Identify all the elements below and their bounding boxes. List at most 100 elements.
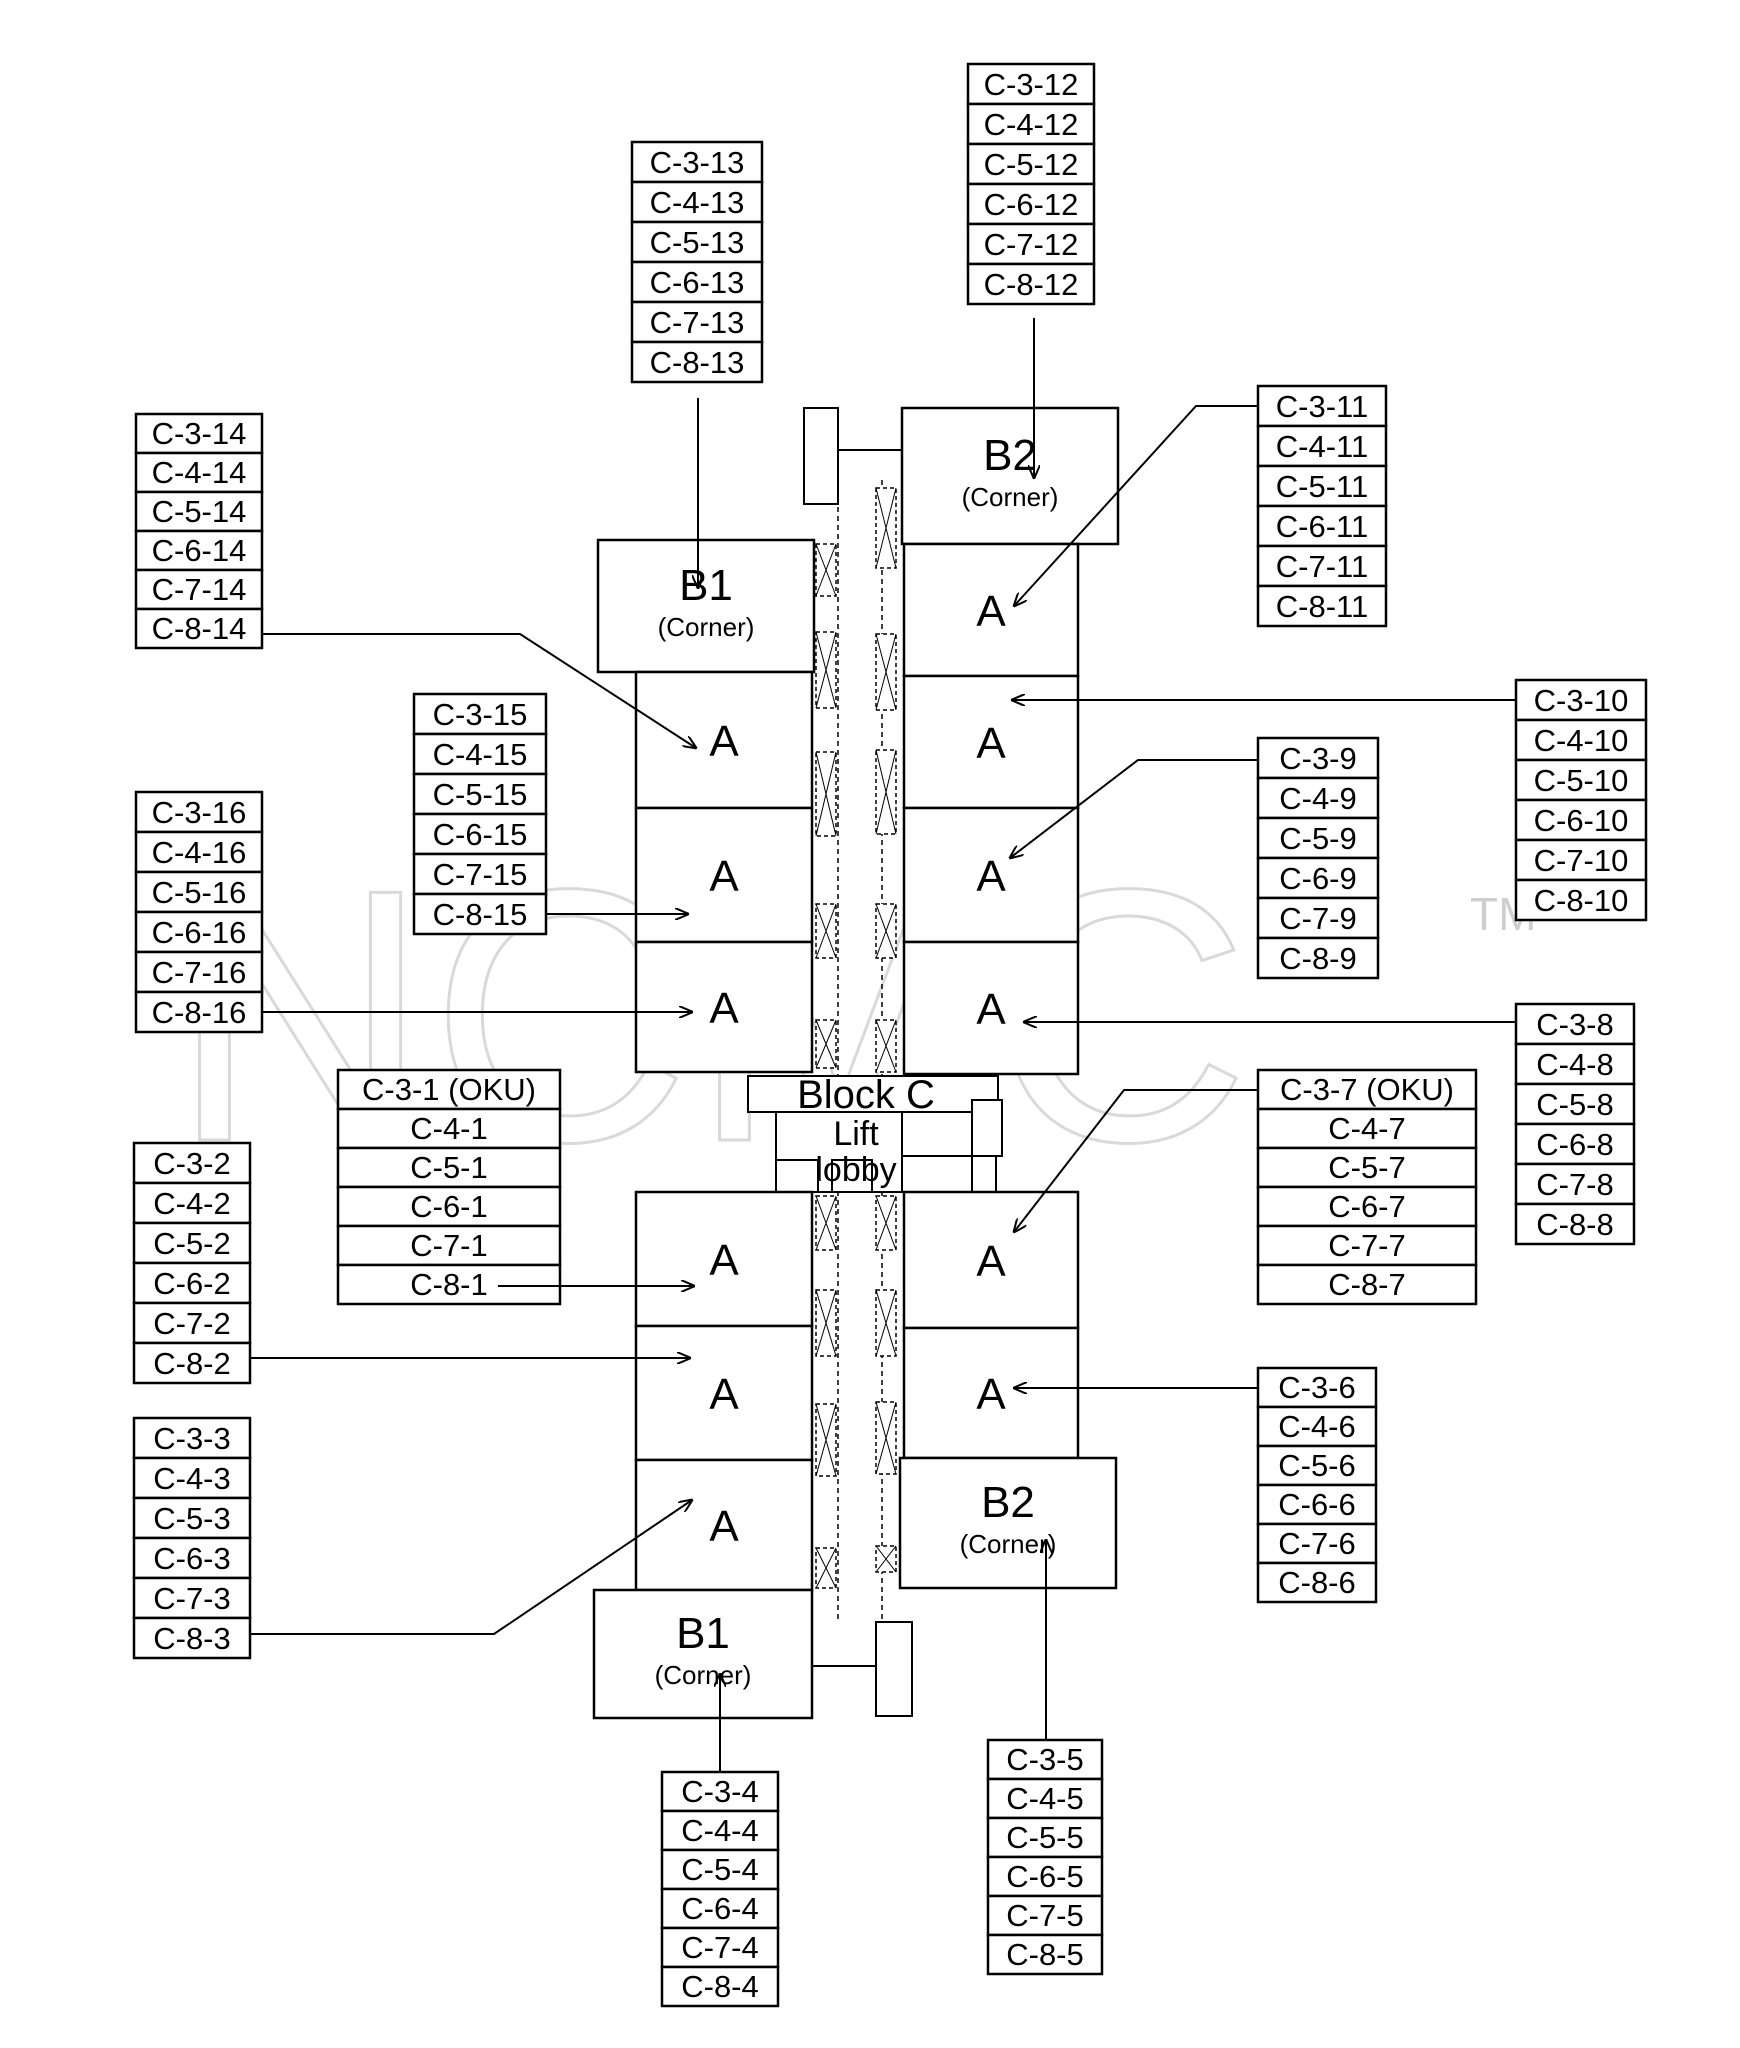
unit-number-label: C-7-5 <box>1006 1898 1084 1933</box>
unit-list-g7: C-3-7 (OKU)C-4-7C-5-7C-6-7C-7-7C-8-7 <box>1256 1068 1478 1306</box>
unit-corner-label: (Corner) <box>658 612 755 642</box>
unit-list-g8: C-3-8C-4-8C-5-8C-6-8C-7-8C-8-8 <box>1514 1002 1636 1246</box>
unit-number-label: C-5-12 <box>984 147 1079 182</box>
unit-number-label: C-7-6 <box>1278 1526 1356 1561</box>
unit-number-cell <box>1256 1185 1478 1228</box>
unit-number-cell <box>1256 544 1388 588</box>
unit-number-cell <box>132 1301 252 1345</box>
stair-core-bottom <box>875 1621 913 1717</box>
unit-number-label: C-3-3 <box>153 1421 231 1456</box>
unit-number-cell <box>132 1536 252 1580</box>
stair-core-top <box>803 407 839 505</box>
unit-number-cell <box>660 1926 780 1969</box>
unit-number-label: C-4-11 <box>1276 429 1368 464</box>
core-structure <box>747 407 1003 1717</box>
unit-list-g14: C-3-14C-4-14C-5-14C-6-14C-7-14C-8-14 <box>134 412 264 650</box>
unit-number-label: C-4-7 <box>1328 1111 1406 1146</box>
unit-type-label: A <box>709 1502 739 1551</box>
unit-number-cell <box>1256 736 1380 780</box>
unit-number-label: C-8-7 <box>1328 1267 1406 1302</box>
lift-shaft-3 <box>971 1099 1003 1157</box>
unit-type-label: A <box>976 587 1006 636</box>
unit-number-cell <box>1256 504 1388 548</box>
unit-type-label: B2 <box>981 1478 1035 1527</box>
unit-number-label: C-6-2 <box>153 1266 231 1301</box>
unit-number-cell <box>1256 424 1388 468</box>
unit-b1-top: B1(Corner) <box>596 538 816 674</box>
unit-number-label: C-6-16 <box>152 915 247 950</box>
unit-b2-top: B2(Corner) <box>900 406 1120 546</box>
unit-number-cell <box>132 1456 252 1500</box>
unit-number-label: C-3-9 <box>1279 741 1357 776</box>
unit-number-label: C-4-15 <box>433 737 528 772</box>
duct-1 <box>815 543 837 597</box>
unit-number-label: C-7-4 <box>681 1930 759 1965</box>
unit-outline <box>902 1190 1080 1330</box>
unit-number-cell <box>336 1107 562 1150</box>
unit-number-cell <box>966 262 1096 306</box>
unit-list-g4: C-3-4C-4-4C-5-4C-6-4C-7-4C-8-4 <box>660 1770 780 2008</box>
unit-number-cell <box>336 1185 562 1228</box>
unit-number-label: C-8-14 <box>152 611 247 646</box>
unit-number-label: C-4-10 <box>1534 723 1629 758</box>
unit-number-label: C-3-14 <box>152 416 247 451</box>
duct-16 <box>875 1401 897 1475</box>
unit-number-cell <box>132 1181 252 1225</box>
unit-number-cell <box>1514 878 1648 922</box>
unit-number-cell <box>1514 1002 1636 1046</box>
block-title: Block C <box>797 1073 935 1117</box>
unit-number-cell <box>1514 1082 1636 1126</box>
unit-number-cell <box>1256 1522 1378 1565</box>
lobby-label: lobby <box>815 1151 896 1189</box>
unit-number-cell <box>412 772 548 816</box>
unit-number-cell <box>1256 1561 1378 1604</box>
unit-number-cell <box>134 490 264 533</box>
lift-shaft-2 <box>901 1155 973 1193</box>
unit-outline <box>634 1324 814 1462</box>
unit-number-cell <box>1256 1146 1478 1189</box>
duct-10 <box>875 1019 897 1073</box>
unit-number-label: C-3-10 <box>1534 683 1629 718</box>
unit-number-label: C-3-8 <box>1536 1007 1614 1042</box>
unit-number-cell <box>986 1816 1104 1859</box>
unit-number-label: C-4-8 <box>1536 1047 1614 1082</box>
unit-number-cell <box>1256 584 1388 628</box>
unit-number-cell <box>412 892 548 936</box>
unit-number-label: C-7-2 <box>153 1306 231 1341</box>
duct-18 <box>875 1545 897 1573</box>
unit-number-cell <box>1256 1483 1378 1526</box>
unit-corner-label: (Corner) <box>962 482 1059 512</box>
unit-b1-bottom: B1(Corner) <box>592 1588 814 1720</box>
unit-number-label: C-3-2 <box>153 1146 231 1181</box>
unit-number-label: C-3-15 <box>433 697 528 732</box>
unit-type-label: B2 <box>983 431 1037 480</box>
unit-number-cell <box>1514 1042 1636 1086</box>
unit-number-label: C-5-1 <box>410 1150 488 1185</box>
unit-number-cell <box>660 1848 780 1891</box>
unit-number-label: C-5-10 <box>1534 763 1629 798</box>
unit-number-label: C-5-11 <box>1276 469 1368 504</box>
unit-number-label: C-3-6 <box>1278 1370 1356 1405</box>
duct-2 <box>875 487 897 569</box>
unit-number-cell <box>132 1616 252 1660</box>
unit-number-label: C-5-2 <box>153 1226 231 1261</box>
unit-list-g2: C-3-2C-4-2C-5-2C-6-2C-7-2C-8-2 <box>132 1141 252 1385</box>
unit-number-label: C-7-16 <box>152 955 247 990</box>
duct-9 <box>815 1019 837 1069</box>
pointer-arrow-4 <box>262 633 696 748</box>
unit-type-label: A <box>976 985 1006 1034</box>
unit-outline <box>900 406 1120 546</box>
unit-list-g10: C-3-10C-4-10C-5-10C-6-10C-7-10C-8-10 <box>1514 678 1648 922</box>
unit-number-cell <box>1256 1444 1378 1487</box>
unit-number-label: C-5-15 <box>433 777 528 812</box>
unit-number-cell <box>134 910 264 954</box>
unit-number-label: C-5-8 <box>1536 1087 1614 1122</box>
unit-number-cell <box>1256 816 1380 860</box>
unit-number-cell <box>132 1341 252 1385</box>
unit-number-cell <box>986 1777 1104 1820</box>
unit-type-label: A <box>709 852 739 901</box>
unit-number-label: C-6-15 <box>433 817 528 852</box>
unit-number-cell <box>1256 464 1388 508</box>
pointer-arrow-11 <box>1014 1089 1258 1232</box>
unit-number-cell <box>134 412 264 455</box>
